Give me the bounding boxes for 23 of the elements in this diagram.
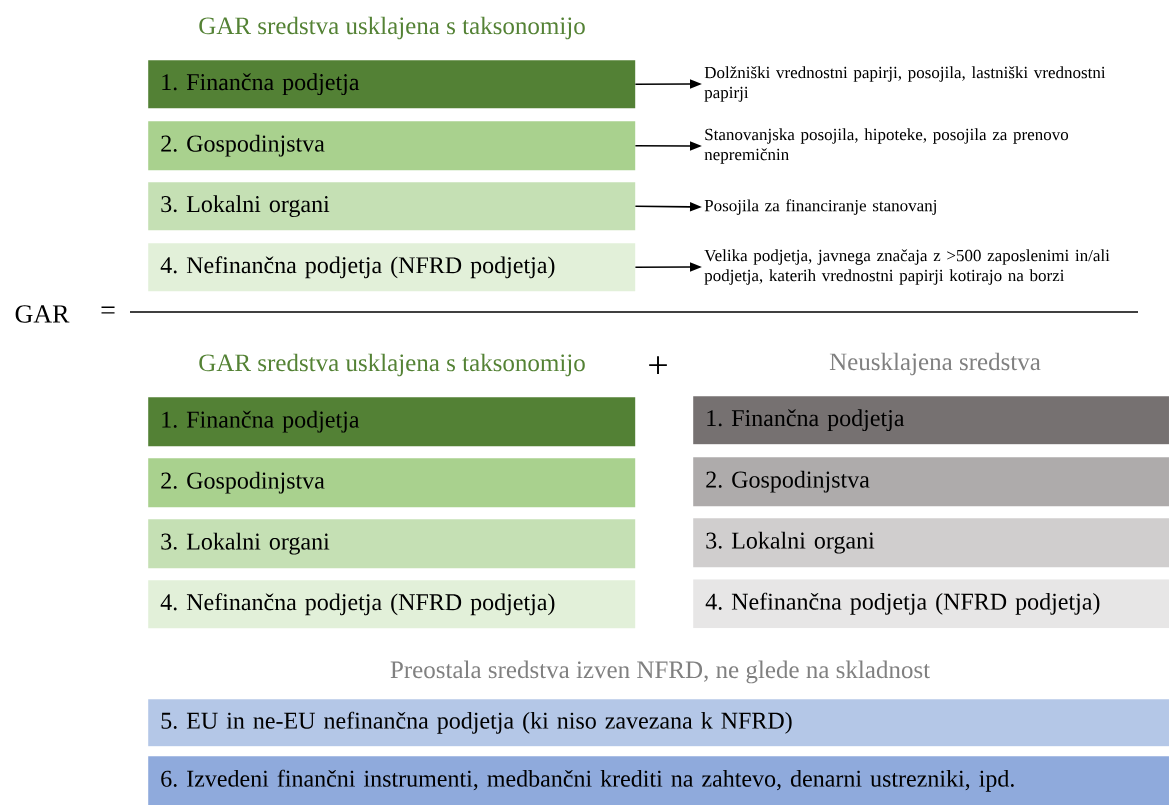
category-box: 1. Finančna podjetja — [148, 60, 636, 109]
category-box: 1. Finančna podjetja — [693, 396, 1169, 445]
category-box: 4. Nefinančna podjetja (NFRD podjetja) — [148, 243, 636, 292]
category-box: 3. Lokalni organi — [693, 518, 1169, 568]
description-text: Dolžniški vrednostni papirji, posojila, lastniški vrednostni papirji — [704, 66, 1106, 102]
category-box: 3. Lokalni organi — [148, 519, 636, 569]
description-text: Stanovanjska posojila, hipoteke, posojila za prenovo nepremičnin — [704, 128, 1069, 164]
category-box: 3. Lokalni organi — [148, 182, 636, 231]
formula-term: GAR — [15, 305, 70, 323]
operator-sign: = — [101, 306, 115, 314]
category-box: 4. Nefinančna podjetja (NFRD podjetja) — [148, 580, 636, 629]
category-box: 5. EU in ne-EU nefinančna podjetja (ki niso zavezana k NFRD) — [148, 699, 1169, 747]
description-text: Velika podjetja, javnega značaja z >500 zaposlenimi in/ali podjetja, katerih vrednostni papirji kotirajo na borzi — [704, 249, 1110, 285]
description-text: Posojila za financiranje stanovanj — [704, 199, 936, 215]
category-box: 2. Gospodinjstva — [693, 457, 1169, 507]
category-box: 6. Izvedeni finančni instrumenti, medbančni krediti na zahtevo, denarni ustrezniki, ipd. — [148, 756, 1169, 805]
category-box: 4. Nefinančna podjetja (NFRD podjetja) — [693, 579, 1169, 629]
group-heading: Preostala sredstva izven NFRD, ne glede na skladnost — [390, 660, 930, 684]
operator-sign: + — [649, 356, 667, 374]
category-box: 1. Finančna podjetja — [148, 397, 636, 447]
category-box: 2. Gospodinjstva — [148, 458, 636, 508]
group-heading: GAR sredstva usklajena s taksonomijo — [199, 353, 585, 377]
category-box: 2. Gospodinjstva — [148, 121, 636, 171]
